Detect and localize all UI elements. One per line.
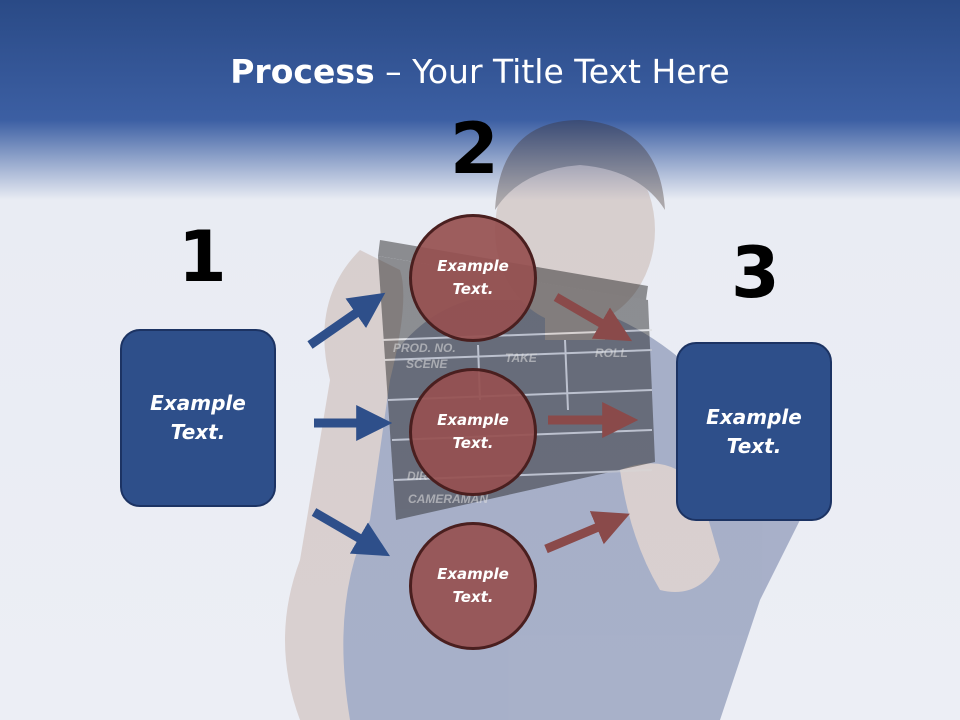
arrow-left-to-bottom <box>311 508 391 557</box>
clapper-label-scene: SCENE <box>406 357 448 371</box>
circle-top[interactable]: Example Text. <box>409 214 537 342</box>
right-box-text: Example Text. <box>706 404 802 458</box>
left-box-text: Example Text. <box>150 391 246 444</box>
right-text-box[interactable]: Example Text. <box>676 342 832 521</box>
slide-title: Process – Your Title Text Here <box>0 52 960 91</box>
circle-bottom[interactable]: Example Text. <box>409 522 537 650</box>
arrow-bottom-to-right <box>544 511 630 554</box>
left-text-box[interactable]: Example Text. <box>120 329 276 507</box>
step-number-3: 3 <box>731 232 780 314</box>
circle-middle[interactable]: Example Text. <box>409 368 537 496</box>
step-number-1: 1 <box>178 216 227 298</box>
title-bold: Process <box>230 52 375 91</box>
clapper-label-prod: PROD. NO. <box>393 341 456 355</box>
title-rest: – Your Title Text Here <box>374 52 730 91</box>
circle-bottom-text: Example Text. <box>437 565 509 606</box>
clapper-label-take: TAKE <box>505 351 538 365</box>
circle-middle-text: Example Text. <box>437 411 509 452</box>
arrow-left-to-top <box>307 292 386 349</box>
step-number-2: 2 <box>450 108 499 190</box>
clapper-label-roll: ROLL <box>595 346 628 360</box>
circle-top-text: Example Text. <box>437 257 509 298</box>
arrow-top-to-right <box>553 293 633 342</box>
